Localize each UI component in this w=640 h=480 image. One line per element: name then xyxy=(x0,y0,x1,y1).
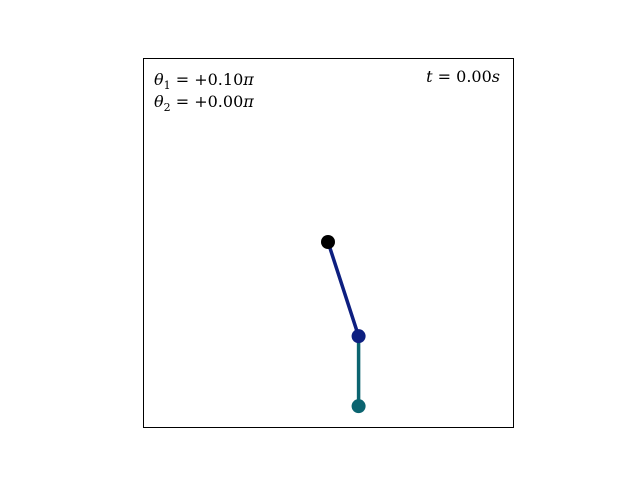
pendulum-system xyxy=(321,235,366,414)
theta2-readout: θ2 = +0.00π xyxy=(154,92,254,114)
theta1-readout: θ1 = +0.10π xyxy=(154,70,254,92)
pendulum-arm-1 xyxy=(326,240,361,338)
pendulum-bob-1 xyxy=(351,329,366,344)
pendulum-bob-2 xyxy=(351,399,366,414)
time-readout: t = 0.00s xyxy=(426,67,500,86)
pivot-point xyxy=(321,235,335,249)
